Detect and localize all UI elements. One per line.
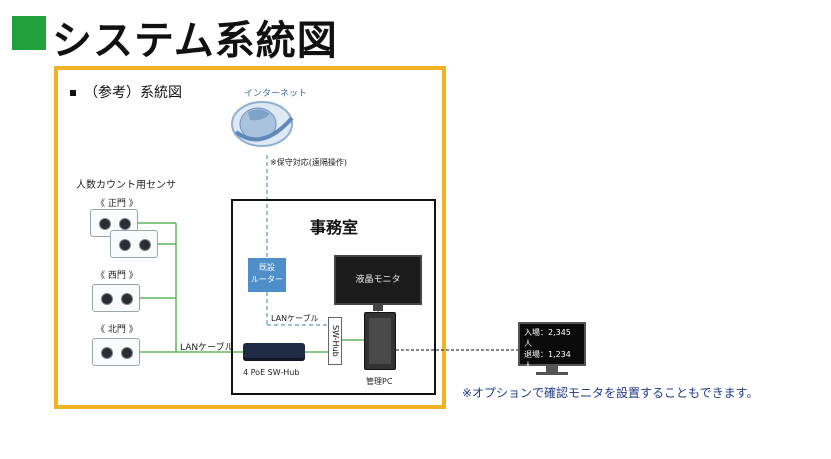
title-square-icon: [12, 16, 46, 50]
sw-hub: SW-Hub: [328, 317, 342, 365]
router-box: 既設 ルーター: [248, 258, 286, 292]
sensor-device: [90, 209, 138, 237]
sensor-lens: [101, 293, 113, 305]
pc-front-panel: [369, 318, 391, 364]
display-line-exit: 退場：1,234 人: [524, 350, 571, 370]
internet-globe-icon: [231, 101, 294, 147]
sensor-device: [110, 230, 158, 258]
sensor-lens: [121, 347, 133, 359]
poe-hub-device: [243, 343, 305, 361]
confirm-display: 入場：2,345 人 退場：1,234 人 滞留：1,111 人: [518, 322, 586, 392]
maintenance-note: ※保守対応(遠隔操作): [270, 158, 347, 167]
monitor-stand: [373, 305, 383, 311]
poe-hub-label: 4 PoE SW-Hub: [243, 368, 300, 377]
monitor-label: 液晶モニタ: [355, 275, 401, 285]
option-note: ※オプションで確認モニタを設置することもできます。: [462, 386, 759, 400]
gate-label-main: 《 正門 》: [96, 199, 138, 209]
sensor-lens: [139, 239, 151, 251]
display-stand: [546, 366, 558, 372]
gate-label-north: 《 北門 》: [96, 325, 138, 335]
lan-cable-label-bottom: LANケーブル: [180, 343, 234, 353]
lcd-monitor: 液晶モニタ: [334, 255, 422, 305]
display-line-stay: 滞留：1,111 人: [524, 372, 571, 392]
sw-hub-label: SW-Hub: [331, 325, 340, 357]
sensor-lens: [119, 218, 131, 230]
bullet-icon: [70, 90, 76, 96]
display-base: [536, 372, 568, 375]
sensor-device: [92, 338, 140, 366]
display-line-entry: 入場：2,345 人: [524, 328, 571, 348]
office-title: 事務室: [310, 218, 359, 237]
section-label: （参考）系統図: [70, 82, 182, 102]
internet-label: インターネット: [244, 89, 308, 99]
section-label-text: （参考）系統図: [84, 85, 182, 101]
gate-label-west: 《 西門 》: [96, 271, 138, 281]
sensor-lens: [121, 293, 133, 305]
sensor-title: 人数カウント用センサ: [76, 180, 176, 191]
sensor-lens: [101, 347, 113, 359]
sensor-device: [92, 284, 140, 312]
router-label: 既設 ルーター: [251, 263, 283, 284]
lan-cable-label-top: LANケーブル: [271, 314, 319, 323]
page-title: システム系統図: [52, 18, 338, 64]
sensor-lens: [119, 239, 131, 251]
pc-label: 管理PC: [366, 377, 393, 386]
sensor-lens: [99, 218, 111, 230]
office-box: [231, 199, 436, 395]
